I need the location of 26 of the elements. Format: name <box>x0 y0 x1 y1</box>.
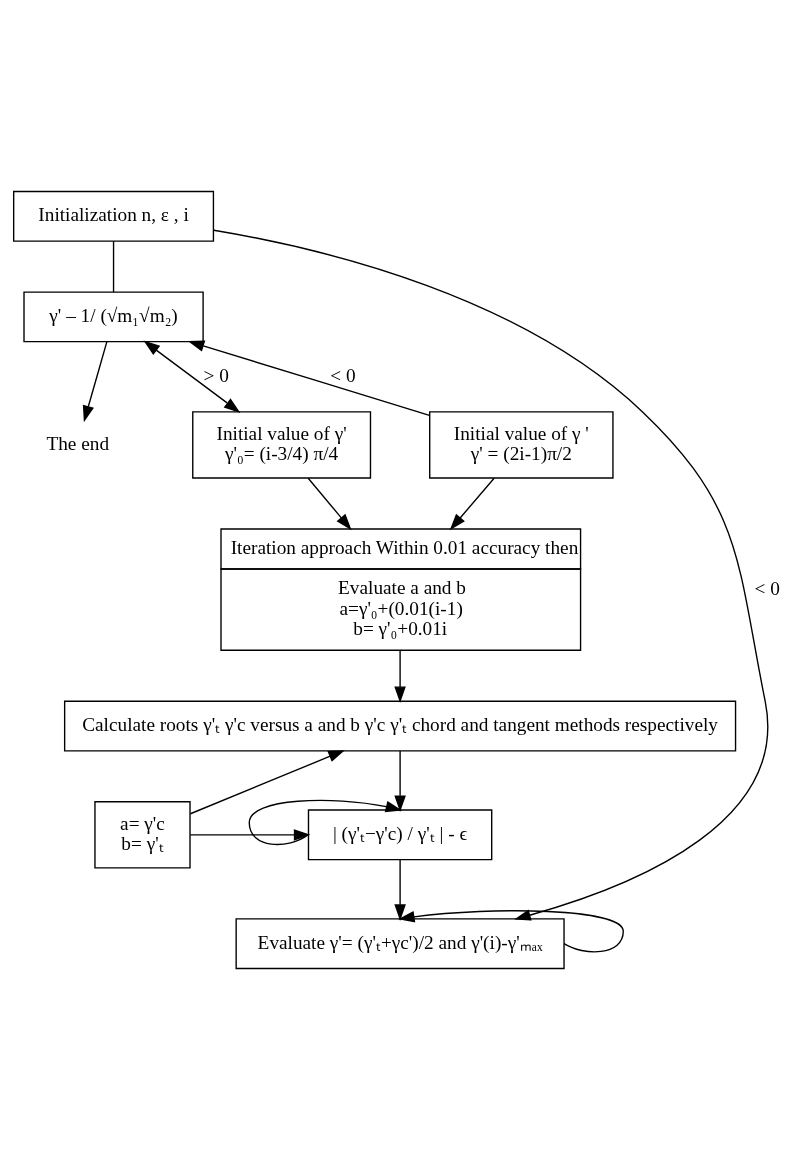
node-box: Initial value of γ' γ'₀= (i-3/4) π/4 <box>192 410 372 479</box>
node-text: The end <box>46 432 110 454</box>
node-box: | (γ'ₜ−γ'c) / γ'ₜ | - ϵ <box>307 808 493 860</box>
arrow <box>187 339 431 416</box>
arrow <box>449 477 495 530</box>
node-box: Evaluate γ'= (γ'ₜ+γc')/2 and γ'(i)-γ'ₘₐₓ <box>235 917 565 969</box>
arrow <box>307 477 352 530</box>
node-box: a= γ'c b= γ'ₜ <box>94 800 191 869</box>
arrow <box>189 749 345 814</box>
arrow <box>394 649 406 703</box>
arrow <box>398 909 624 953</box>
arrow <box>143 340 241 413</box>
arrow <box>82 340 108 422</box>
edge-label: > 0 <box>203 364 229 386</box>
arrow <box>189 828 311 841</box>
arrow <box>394 858 406 921</box>
node-box: Initial value of γ ' γ' = (2i-1)π/2 <box>429 410 614 479</box>
arrow <box>394 749 406 812</box>
node-box: Calculate roots γ'ₜ γ'c versus a and b γ'c γ'ₜ chord and tangent methods respectively <box>63 700 737 752</box>
node-box: γ' – 1/ (√m₁√m₂) <box>23 290 204 342</box>
arrow <box>248 799 403 845</box>
connector <box>112 240 115 293</box>
edge-label: < 0 <box>754 577 780 599</box>
node-box: Initialization n, ε , i <box>13 190 215 242</box>
edge-label: < 0 <box>330 364 356 386</box>
arrow <box>213 229 769 921</box>
